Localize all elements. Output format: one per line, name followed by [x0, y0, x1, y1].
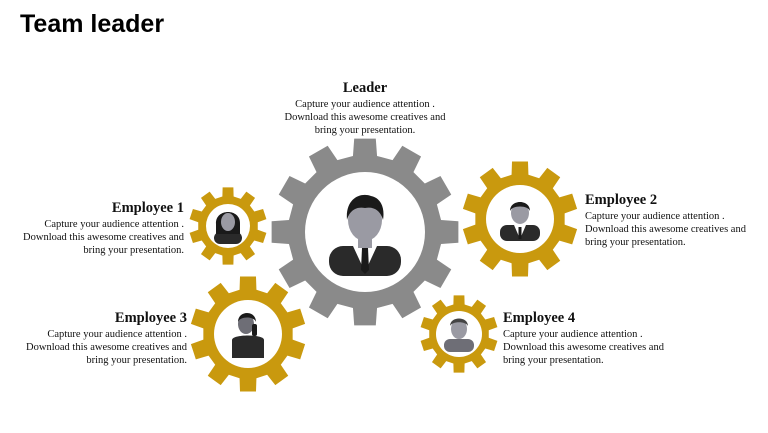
leader-heading: Leader: [342, 80, 388, 96]
slide-title: Team leader: [20, 10, 165, 38]
employee-1-text-block: Employee 1 Capture your audience attenti…: [4, 200, 184, 257]
female-avatar-icon: [214, 212, 242, 244]
gear-employee-2: [462, 161, 578, 277]
employee-2-heading: Employee 2: [585, 192, 658, 208]
employee-1-heading: Employee 1: [111, 200, 184, 216]
employee-2-description: Capture your audience attention . Downlo…: [585, 211, 746, 248]
male-phone-avatar-icon: [232, 313, 264, 358]
male-suit-avatar-icon: [500, 202, 540, 241]
gear-employee-3: [190, 276, 306, 392]
gear-employee-4: [420, 295, 498, 373]
employee-4-description: Capture your audience attention . Downlo…: [503, 329, 664, 366]
employee-3-heading: Employee 3: [114, 310, 187, 326]
gear-employee-1: [189, 187, 267, 265]
employee-3-text-block: Employee 3 Capture your audience attenti…: [7, 310, 187, 367]
male-leader-avatar-icon: [329, 194, 401, 276]
employee-4-text-block: Employee 4 Capture your audience attenti…: [503, 310, 683, 367]
gear-employee-3-hub: [214, 300, 282, 368]
employee-2-text-block: Employee 2 Capture your audience attenti…: [585, 192, 765, 249]
employee-3-description: Capture your audience attention . Downlo…: [26, 329, 187, 366]
leader-description: Capture your audience attention . Downlo…: [284, 99, 446, 136]
employee-4-heading: Employee 4: [503, 310, 576, 326]
gear-leader: [271, 138, 459, 326]
leader-text-block: Leader Capture your audience attention .…: [265, 80, 465, 137]
male-casual-avatar-icon: [444, 318, 474, 352]
employee-1-description: Capture your audience attention . Downlo…: [23, 219, 184, 256]
